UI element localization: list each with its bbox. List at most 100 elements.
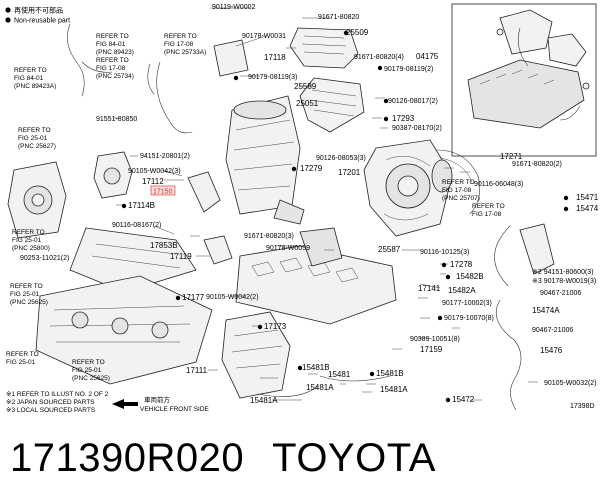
svg-text:FIG 25-01: FIG 25-01 — [10, 291, 40, 298]
label-15476: 15476 — [540, 346, 563, 355]
label-17177: 17177 — [182, 293, 205, 302]
label-17150-highlighted: 17150 — [153, 189, 173, 196]
svg-text:FIG 25-01: FIG 25-01 — [18, 135, 48, 142]
cylinder-head-section — [221, 311, 291, 399]
label-90253-11021-2: 90253-11021(2) — [20, 255, 69, 262]
label-15481: 15481 — [328, 370, 351, 379]
svg-text:FIG 17-08: FIG 17-08 — [96, 65, 126, 72]
label-17141: 17141 — [418, 284, 441, 293]
label-15481a-lower: 15481A — [250, 396, 278, 405]
ref-fig-25-01-25625-bottom: REFER TO FIG 25-01 (PNC 25625) — [72, 359, 110, 382]
svg-text:(PNC 25627): (PNC 25627) — [18, 143, 56, 150]
label-91671-80820: 91671-80820 — [318, 14, 359, 21]
label-17112: 17112 — [142, 177, 164, 186]
svg-text:(PNC 89423A): (PNC 89423A) — [14, 83, 56, 90]
label-90179-08119-3: 90179-08119(3) — [248, 74, 297, 81]
svg-text:FIG 84-01: FIG 84-01 — [14, 75, 44, 82]
label-15471: 15471 — [576, 193, 599, 202]
gasket-17112-stack — [187, 171, 221, 213]
label-17279: 17279 — [300, 164, 323, 173]
label-91551-80850: 91551-80850 — [96, 116, 137, 123]
front-label-jp: 車両前方 — [144, 395, 171, 404]
label-15474: 15474 — [576, 204, 599, 213]
heat-insulator-upper — [289, 27, 359, 69]
ref-fig-17-08-25733a: REFER TO FIG 17-08 (PNC 25733A) — [164, 33, 206, 56]
svg-text:REFER TO: REFER TO — [12, 229, 45, 236]
svg-text:(PNC 25707): (PNC 25707) — [442, 195, 480, 202]
label-90105-w0042-2: 90105-W0042(2) — [206, 294, 259, 301]
svg-text:REFER TO: REFER TO — [96, 57, 129, 64]
oxygen-sensor-pipes — [67, 23, 193, 134]
stay-17119 — [203, 235, 233, 265]
svg-text:(PNC 89423): (PNC 89423) — [96, 49, 134, 56]
svg-text:(PNC 25733A): (PNC 25733A) — [164, 49, 206, 56]
label-15481b-upper: 15481B — [302, 363, 330, 372]
front-arrow-icon — [112, 399, 138, 409]
marker-dots — [121, 30, 569, 403]
label-17853b: 17853B — [150, 241, 178, 250]
label-91671-80820-3: 91671-80820(3) — [244, 233, 294, 240]
svg-text:(PNC 25734): (PNC 25734) — [96, 73, 134, 80]
label-90178-w0059: 90178-W0059 — [266, 245, 310, 252]
nonreuse-marker-icon — [5, 17, 11, 23]
intake-manifold-lower — [35, 275, 213, 385]
label-90467-21006-lower: 90467-21006 — [532, 327, 573, 334]
legend-reuse-label: 再使用不可部品 — [14, 6, 63, 15]
svg-text:FIG 25-01: FIG 25-01 — [12, 237, 42, 244]
caption-part-number: 171390R020 — [10, 436, 245, 480]
svg-text:REFER TO: REFER TO — [442, 179, 475, 186]
svg-text:(PNC 25800): (PNC 25800) — [12, 245, 50, 252]
label-91671-80820-2: 91671-80820(2) — [512, 161, 562, 168]
label-17271: 17271 — [500, 152, 523, 161]
label-90119-w0002: 90119-W0002 — [212, 4, 256, 11]
label-90179-10070-8: 90179-10070(8) — [444, 315, 494, 322]
svg-text:REFER TO: REFER TO — [6, 351, 39, 358]
footnote-3: ※3 LOCAL SOURCED PARTS — [6, 407, 96, 414]
ref-fig-84-01-89423: REFER TO FIG 84-01 (PNC 89423) — [96, 33, 134, 56]
label-90105-w0042-3: 90105-W0042(3) — [128, 168, 181, 175]
label-17173: 17173 — [264, 322, 287, 331]
label-90126-08053-3: 90126-08053(3) — [316, 155, 366, 162]
svg-text:REFER TO: REFER TO — [96, 33, 129, 40]
label-15481a-upper: 15481A — [306, 383, 334, 392]
label-90387-08170-2: 90387-08170(2) — [392, 125, 442, 132]
label-04175: 04175 — [416, 52, 439, 61]
svg-text:(PNC 25625): (PNC 25625) — [10, 299, 48, 306]
label-17159: 17159 — [420, 345, 443, 354]
svg-text:FIG 25-01: FIG 25-01 — [72, 367, 102, 374]
inset-manifold-drawing — [467, 9, 590, 129]
leader-lines — [114, 7, 538, 401]
label-17114b: 17114B — [128, 201, 155, 210]
turbo-housing — [363, 139, 453, 237]
intake-manifold-upper — [69, 227, 197, 293]
turbo-heat-shield — [435, 149, 481, 215]
oil-lines — [257, 225, 522, 411]
label-90116-08167-2: 90116-08167(2) — [112, 222, 161, 229]
label-90467-21006-upper: 90467-21006 — [540, 290, 581, 297]
svg-text:FIG 84-01: FIG 84-01 — [96, 41, 126, 48]
label-15472: 15472 — [452, 395, 475, 404]
catalytic-converter — [225, 95, 305, 225]
label-90105-w0032-2: 90105-W0032(2) — [544, 380, 597, 387]
svg-text:FIG 17-08: FIG 17-08 — [164, 41, 194, 48]
label-17201: 17201 — [338, 168, 361, 177]
footnote-1: ※1 REFER TO ILLUST NO. 2 OF 2 — [6, 391, 109, 398]
label-25509: 25509 — [346, 28, 369, 37]
label-15481b-lower: 15481B — [376, 369, 404, 378]
svg-text:FIG 25-01: FIG 25-01 — [6, 359, 36, 366]
ref-fig-25-01-25625-left: REFER TO FIG 25-01 (PNC 25625) — [10, 283, 48, 306]
label-17118: 17118 — [264, 53, 286, 62]
label-17119: 17119 — [170, 252, 192, 261]
label-90116-10125-3: 90116-10125(3) — [420, 249, 469, 256]
label-15474a: 15474A — [532, 306, 560, 315]
label-15482a: 15482A — [448, 286, 476, 295]
svg-text:FIG 17-08: FIG 17-08 — [472, 211, 502, 218]
label-17293: 17293 — [392, 114, 415, 123]
ref-fig-84-01-89423a: REFER TO FIG 84-01 (PNC 89423A) — [14, 67, 56, 90]
bracket-17118 — [213, 39, 249, 77]
label-94151-20801-2: 94151-20801(2) — [140, 153, 190, 160]
footnote-2: ※2 JAPAN SOURCED PARTS — [6, 399, 95, 406]
svg-text:REFER TO: REFER TO — [10, 283, 43, 290]
ref-fig-25-01-25627: REFER TO FIG 25-01 (PNC 25627) — [18, 127, 56, 150]
